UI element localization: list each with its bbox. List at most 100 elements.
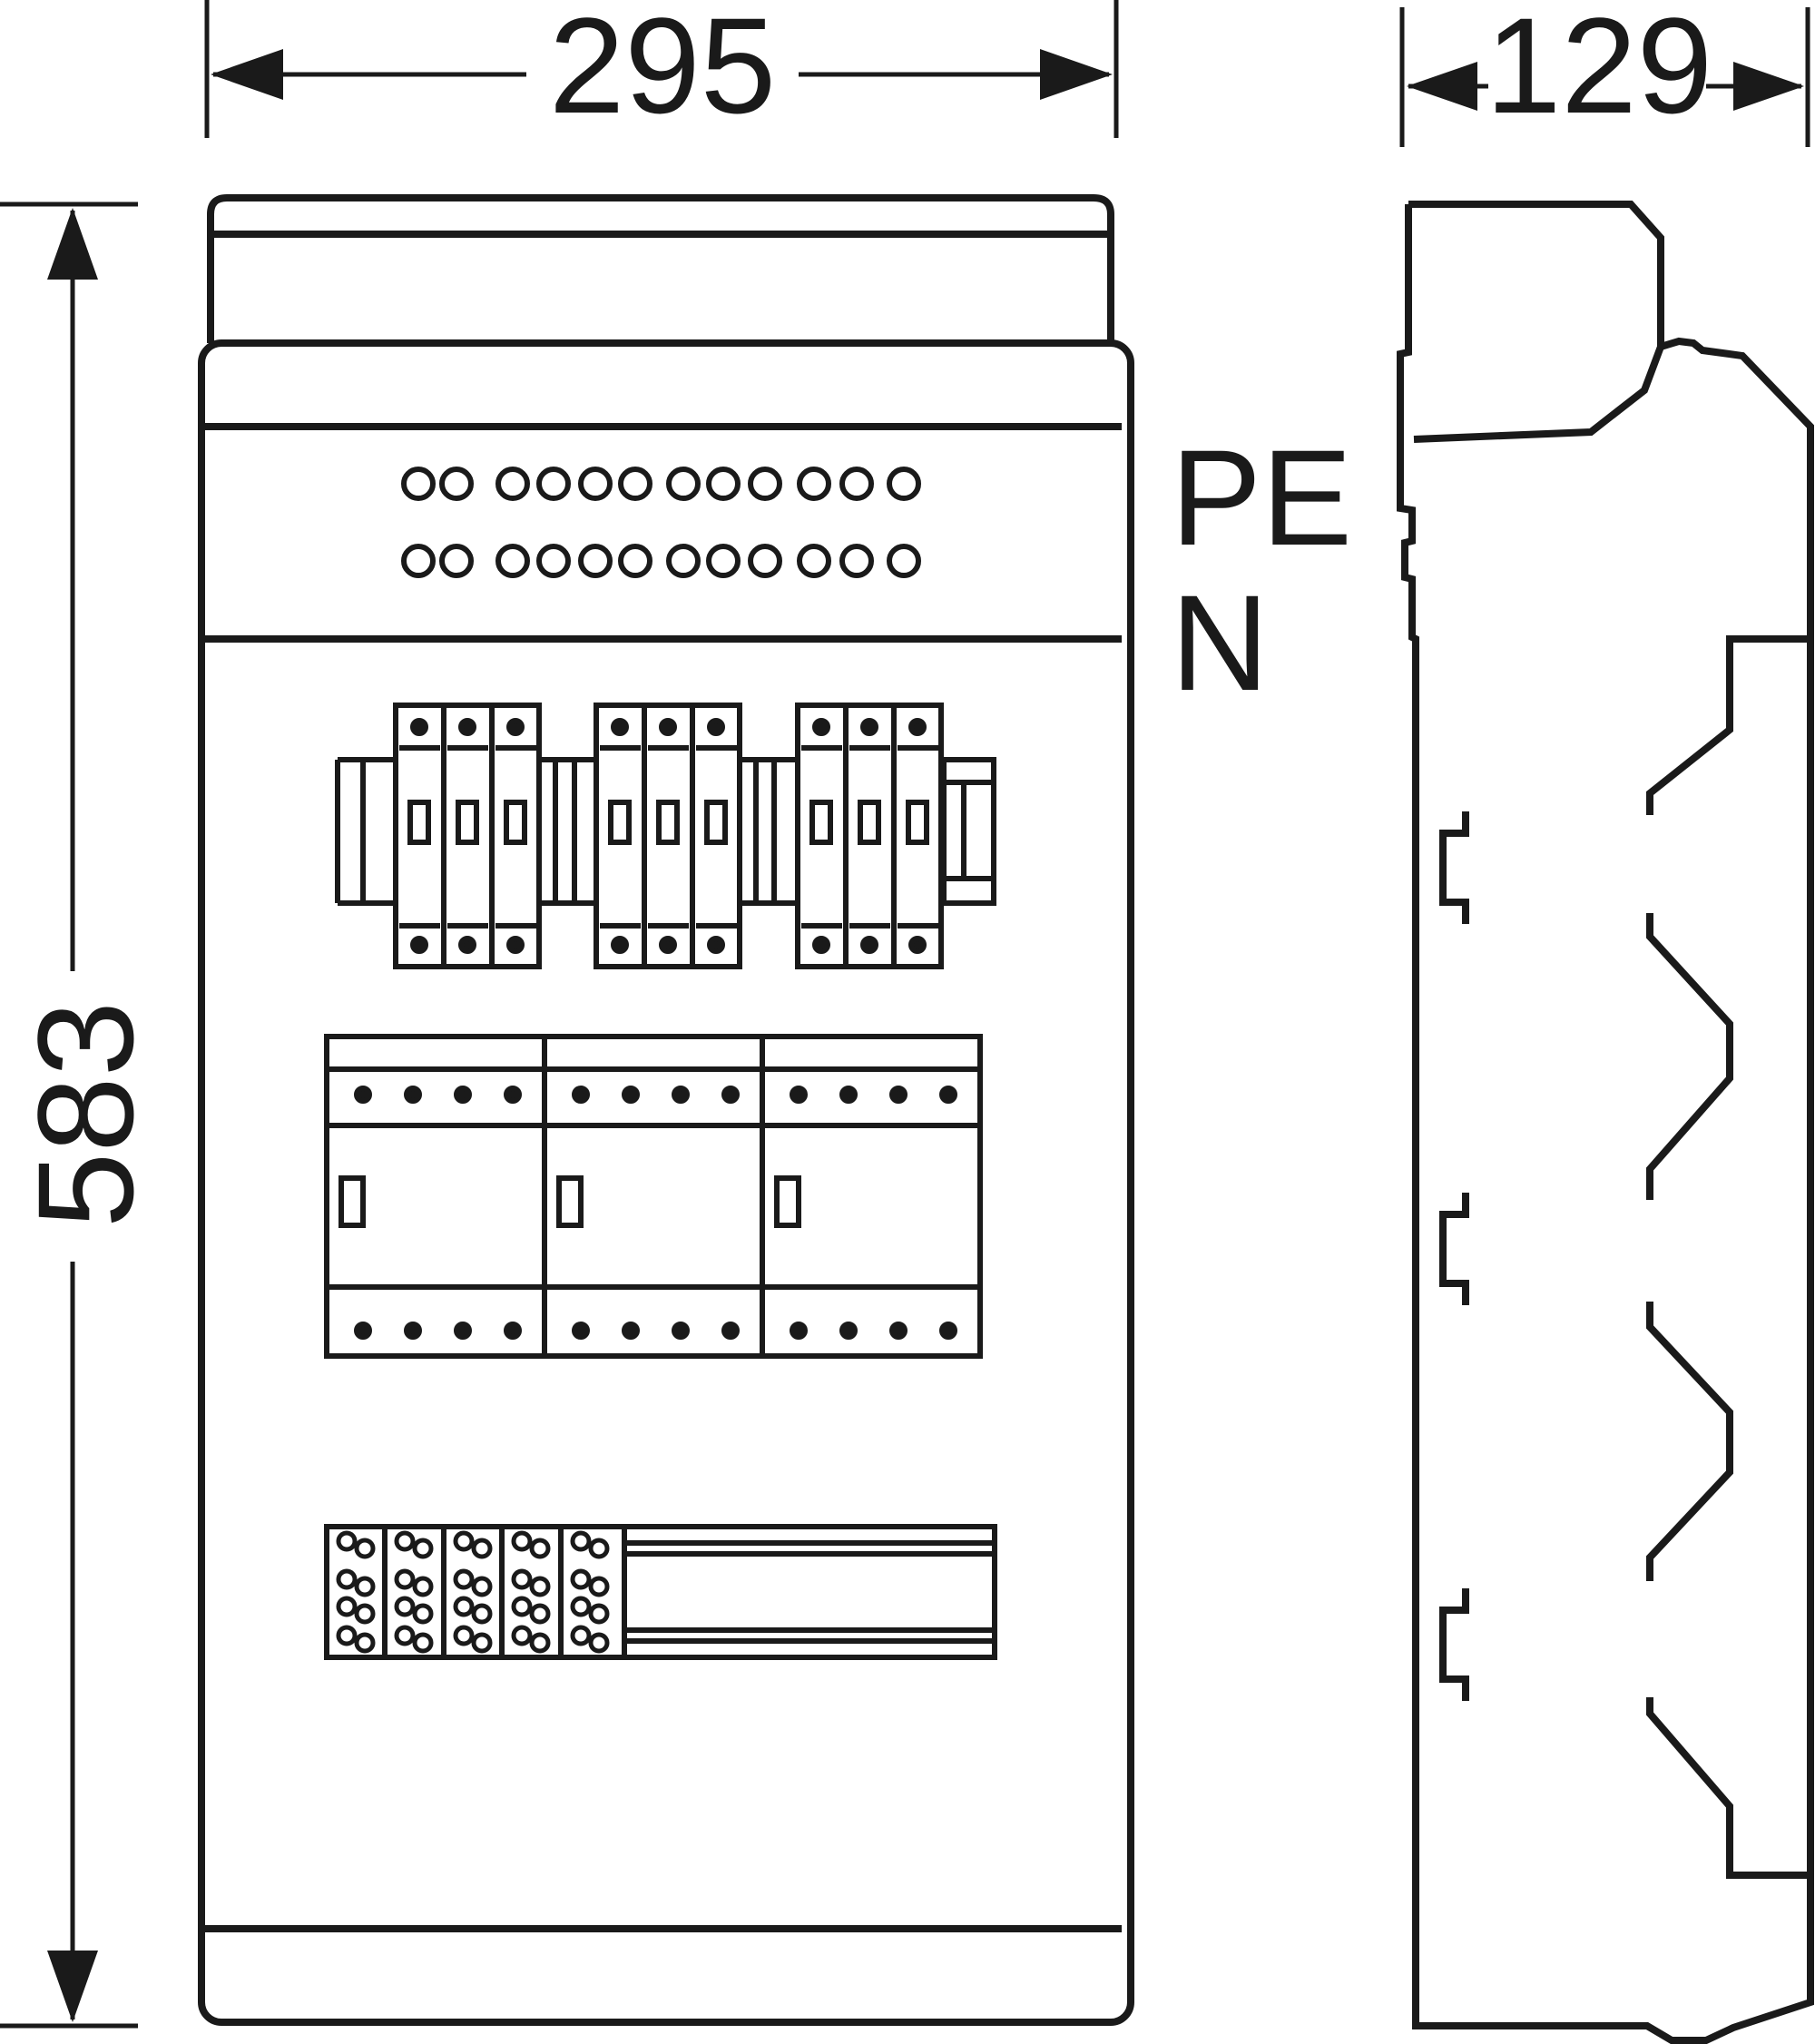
device-terminal-screw (790, 1322, 808, 1340)
fuse-indicator (456, 800, 479, 845)
fuse-screw (410, 936, 428, 954)
fuse-screw (707, 718, 725, 736)
terminal-screw (354, 1576, 376, 1597)
n-terminal-screw (839, 544, 874, 578)
terminal-screw (394, 1530, 416, 1552)
terminal-screw (588, 1576, 610, 1597)
terminal-screw (412, 1603, 434, 1625)
pe-terminal-screw (797, 467, 831, 501)
pe-terminal-screw (578, 467, 613, 501)
device-terminal-screw (889, 1322, 908, 1340)
fuse-indicator (858, 800, 881, 845)
terminal-screw (336, 1596, 358, 1617)
fuse-screw (812, 718, 830, 736)
terminal-screw (570, 1568, 592, 1590)
terminal-screw (588, 1538, 610, 1559)
device-terminal-screw (721, 1086, 740, 1104)
device-terminal-screw (790, 1086, 808, 1104)
front-top-cover (207, 194, 1114, 343)
device-terminal-screw (454, 1086, 472, 1104)
device-terminal-screw (839, 1086, 858, 1104)
fuse-holder-group (393, 703, 542, 969)
fuse-screw (659, 718, 677, 736)
device-terminal-screw (572, 1086, 590, 1104)
fuse-indicator (608, 800, 632, 845)
terminal-blocks (324, 1527, 627, 1657)
n-terminal-screw (401, 544, 436, 578)
side-cover-profile (1408, 201, 1664, 443)
n-terminal-screw (797, 544, 831, 578)
fuse-screw (506, 936, 525, 954)
device-terminal-screw (939, 1322, 957, 1340)
pe-terminal-screw (401, 467, 436, 501)
fuse-screw (908, 936, 927, 954)
terminal-screw (570, 1530, 592, 1552)
device-terminal-screw (504, 1322, 522, 1340)
terminal-screw (570, 1625, 592, 1646)
pe-terminal-screw (887, 467, 921, 501)
modular-device-frame (542, 1034, 765, 1359)
modular-device (324, 1034, 547, 1359)
terminal-screw (511, 1625, 533, 1646)
fuse-indicator (704, 800, 728, 845)
fuse-screw (860, 936, 878, 954)
fuse-screw (611, 936, 629, 954)
front-view (198, 194, 1134, 2026)
device-indicator (774, 1175, 801, 1228)
pe-terminal-screw (536, 467, 571, 501)
modular-device-frame (760, 1034, 983, 1359)
side-inner-wall (1646, 635, 1810, 815)
device-terminal-screw (622, 1086, 640, 1104)
fuse-indicator (656, 800, 680, 845)
device-terminal-screw (622, 1322, 640, 1340)
terminal-screw (336, 1568, 358, 1590)
device-terminal-screw (572, 1322, 590, 1340)
device-terminal-screw (404, 1322, 422, 1340)
terminal-screw (453, 1568, 475, 1590)
n-terminal-screw (887, 544, 921, 578)
terminal-screw (471, 1632, 493, 1654)
fuse-screw (707, 936, 725, 954)
fuse-screw (860, 718, 878, 736)
side-din-clip-1 (1439, 811, 1469, 924)
n-terminal-screw (706, 544, 741, 578)
side-body-profile (1397, 204, 1814, 2044)
n-terminal-screw (495, 544, 530, 578)
terminal-screw (336, 1625, 358, 1646)
fuse-indicator (504, 800, 527, 845)
device-terminal-screw (354, 1322, 372, 1340)
fuse-screw (410, 718, 428, 736)
device-terminal-screw (939, 1086, 957, 1104)
terminal-screw (412, 1632, 434, 1654)
device-terminal-screw (889, 1086, 908, 1104)
side-din-clip-3 (1439, 1588, 1469, 1701)
width-dimension (204, 0, 1119, 138)
device-terminal-screw (504, 1086, 522, 1104)
n-terminal-screw (439, 544, 474, 578)
terminal-screw (354, 1538, 376, 1559)
terminal-screw (570, 1596, 592, 1617)
fuse-screw (458, 936, 476, 954)
fuse-indicator (809, 800, 833, 845)
modular-device-row (324, 1034, 983, 1359)
pe-terminal-screw (748, 467, 782, 501)
fuse-screw (659, 936, 677, 954)
side-din-clip-2 (1439, 1193, 1469, 1305)
fuse-holder-groups (393, 703, 944, 969)
terminal-screw (529, 1603, 551, 1625)
modular-device (760, 1034, 983, 1359)
terminal-screw (529, 1538, 551, 1559)
modular-device (542, 1034, 765, 1359)
terminal-screw (394, 1625, 416, 1646)
terminal-screw (529, 1576, 551, 1597)
fuse-screw (908, 718, 927, 736)
depth-dimension-value: 129 (1486, 0, 1712, 142)
side-view (1397, 201, 1814, 2044)
n-label: N (1171, 566, 1269, 719)
terminal-screw (354, 1603, 376, 1625)
terminal-screw (471, 1603, 493, 1625)
terminal-screw (394, 1596, 416, 1617)
pe-label: PE (1171, 421, 1352, 574)
device-terminal-screw (672, 1322, 690, 1340)
